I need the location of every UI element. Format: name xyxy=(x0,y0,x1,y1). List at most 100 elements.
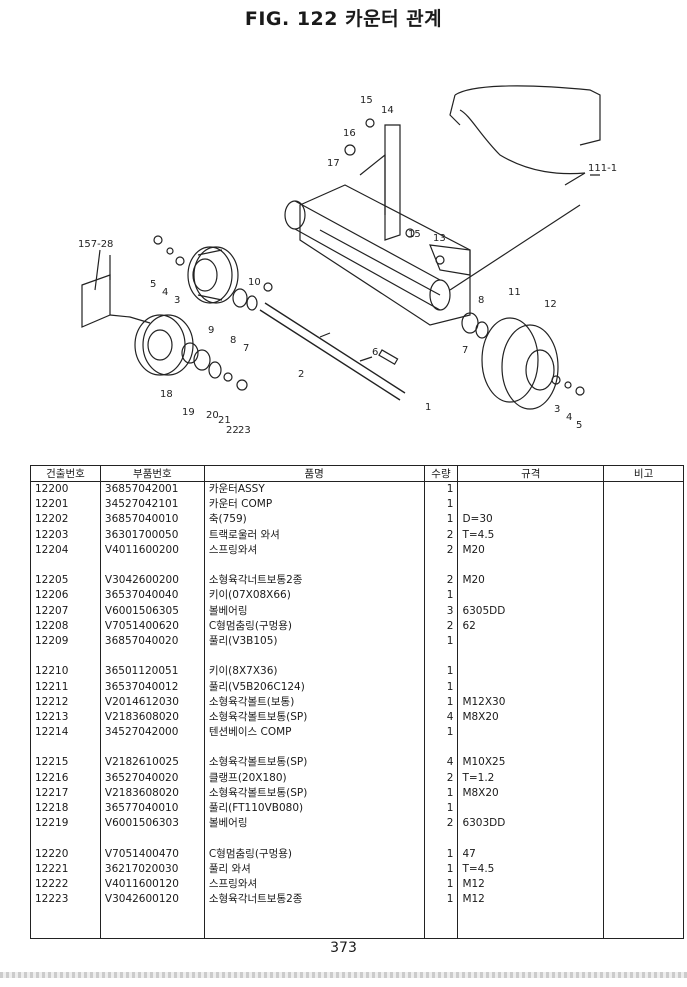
cell-part-number: V2182610025 xyxy=(99,755,205,771)
callout-111-1: 111-1 xyxy=(588,163,617,174)
cell-spec: 6303DD xyxy=(457,816,605,832)
cell-remarks xyxy=(603,876,684,893)
blank-cell xyxy=(30,922,101,939)
spacer-cell xyxy=(603,831,684,847)
cell-remarks xyxy=(603,512,684,528)
blank-cell xyxy=(203,922,425,939)
callout-11: 11 xyxy=(508,287,521,298)
cell-remarks xyxy=(603,664,684,680)
spacer-cell xyxy=(423,649,459,665)
cell-qty: 1 xyxy=(423,588,459,604)
cell-part-number: 34527042101 xyxy=(99,497,205,513)
spacer-cell xyxy=(457,740,605,756)
cell-spec: D=30 xyxy=(457,512,605,528)
cell-part-name: 풀리 와셔 xyxy=(203,861,425,877)
table-spacer-row xyxy=(30,740,684,756)
callout-4-left: 4 xyxy=(162,287,168,298)
cell-spec: M12 xyxy=(457,892,605,908)
header-spec: 규격 xyxy=(457,465,605,482)
callout-3-right: 3 xyxy=(554,404,560,415)
cell-no: 12204 xyxy=(30,542,101,558)
callout-5-left: 5 xyxy=(150,279,156,290)
callout-17: 17 xyxy=(327,158,340,169)
cell-spec: M12X30 xyxy=(457,694,605,710)
blank-cell xyxy=(423,922,459,939)
callout-14: 14 xyxy=(381,105,394,116)
cell-remarks xyxy=(603,618,684,634)
cell-spec xyxy=(457,588,605,604)
cell-part-name: 풀리(V3B105) xyxy=(203,633,425,650)
cell-spec: M10X25 xyxy=(457,755,605,771)
cell-spec: T=1.2 xyxy=(457,770,605,786)
cell-part-name: 소형육각너트보통2종 xyxy=(203,573,425,589)
cell-no: 12209 xyxy=(30,633,101,650)
cell-qty: 1 xyxy=(423,497,459,513)
table-spacer-row xyxy=(30,557,684,574)
cell-qty: 1 xyxy=(423,876,459,893)
cell-part-name: 카운터 COMP xyxy=(203,497,425,513)
cell-qty: 2 xyxy=(423,573,459,589)
cell-part-number: 36301700050 xyxy=(99,527,205,543)
spacer-cell xyxy=(603,649,684,665)
cell-part-name: 소형육각볼트보통(SP) xyxy=(203,755,425,771)
cell-no: 12214 xyxy=(30,725,101,741)
cell-part-number: V3042600200 xyxy=(99,573,205,589)
cell-part-name: 카운터ASSY xyxy=(203,481,425,498)
callout-22: 22 xyxy=(226,425,239,436)
cell-remarks xyxy=(603,633,684,650)
callout-7-right: 7 xyxy=(462,345,468,356)
cell-spec xyxy=(457,481,605,498)
cell-spec: M20 xyxy=(457,542,605,558)
callout-2: 2 xyxy=(298,369,304,380)
callout-20: 20 xyxy=(206,410,219,421)
cell-qty: 2 xyxy=(423,770,459,786)
cell-part-name: 소형육각볼트보통(SP) xyxy=(203,785,425,801)
spacer-cell xyxy=(203,831,425,847)
cell-qty: 2 xyxy=(423,816,459,832)
callout-16: 16 xyxy=(343,128,356,139)
cell-spec: T=4.5 xyxy=(457,861,605,877)
cell-spec: T=4.5 xyxy=(457,527,605,543)
cell-part-number: 36857040020 xyxy=(99,633,205,650)
cell-qty: 1 xyxy=(423,481,459,498)
spacer-cell xyxy=(30,740,101,756)
cell-remarks xyxy=(603,481,684,498)
cell-part-number: V6001506305 xyxy=(99,603,205,619)
cell-part-number: 36577040010 xyxy=(99,800,205,817)
cell-qty: 1 xyxy=(423,892,459,908)
cell-part-name: 볼베어링 xyxy=(203,603,425,619)
cell-remarks xyxy=(603,785,684,801)
cell-remarks xyxy=(603,573,684,589)
table-blank-row xyxy=(30,907,684,923)
blank-cell xyxy=(603,922,684,939)
cell-remarks xyxy=(603,542,684,558)
cell-no: 12210 xyxy=(30,664,101,680)
cell-remarks xyxy=(603,861,684,877)
callout-12: 12 xyxy=(544,299,557,310)
cell-spec: 47 xyxy=(457,846,605,862)
blank-cell xyxy=(99,907,205,923)
table-spacer-row xyxy=(30,831,684,847)
figure-title: FIG. 122 카운터 관계 xyxy=(244,8,443,30)
cell-no: 12221 xyxy=(30,861,101,877)
cell-part-number: V2183608020 xyxy=(99,785,205,801)
cell-no: 12205 xyxy=(30,573,101,589)
cell-part-number: V2014612030 xyxy=(99,694,205,710)
callout-1: 1 xyxy=(425,402,431,413)
spacer-cell xyxy=(457,831,605,847)
cell-remarks xyxy=(603,709,684,725)
spacer-cell xyxy=(423,740,459,756)
